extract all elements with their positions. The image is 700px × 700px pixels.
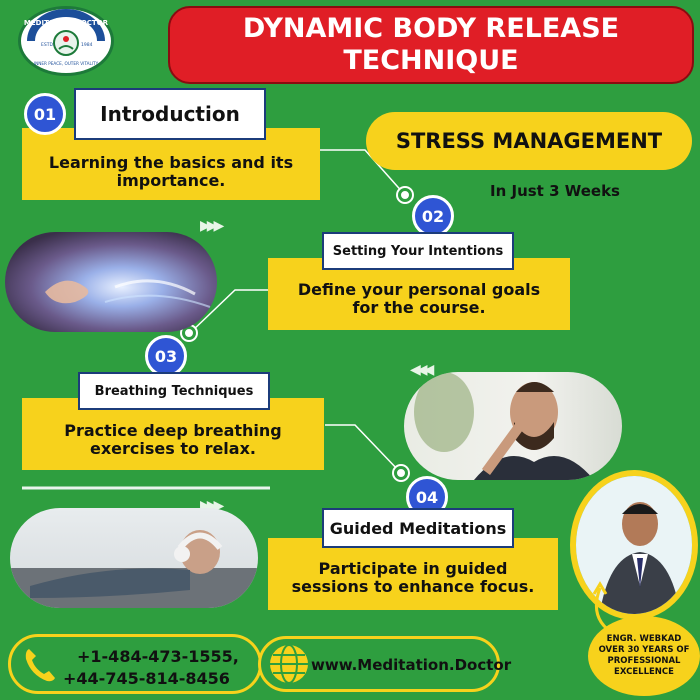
stress-badge-title: STRESS MANAGEMENT [395, 129, 663, 153]
step-3-card [22, 398, 324, 470]
header-banner: DYNAMIC BODY RELEASE TECHNIQUE [168, 6, 694, 84]
author-name: ENGR. WEBKAD [606, 634, 682, 644]
step-2-title: Setting Your Intentions [322, 232, 514, 270]
step-2-card [268, 258, 570, 330]
logo: MEDITATION.DOCTOR ESTD. 1984 INNER PEACE… [18, 6, 114, 76]
step-4-card [268, 538, 558, 610]
phone-number-1[interactable]: +1-484-473-1555, [77, 647, 239, 666]
logo-emblem-icon: MEDITATION.DOCTOR ESTD. 1984 INNER PEACE… [24, 9, 109, 66]
phone-number-2[interactable]: +44-745-814-8456 [63, 669, 230, 688]
author-caption: ENGR. WEBKAD OVER 30 YEARS OF PROFESSION… [588, 616, 700, 696]
connector-node-2 [182, 326, 196, 340]
connector-node-3 [394, 466, 408, 480]
author-line2: OVER 30 YEARS OF [598, 645, 690, 655]
logo-tagline: INNER PEACE, OUTER VITALITY [34, 61, 99, 66]
logo-name: MEDITATION.DOCTOR [24, 19, 109, 27]
author-portrait [570, 470, 698, 620]
logo-year: 1984 [81, 42, 93, 48]
stress-badge: STRESS MANAGEMENT [366, 112, 692, 170]
website-link[interactable]: www.Meditation.Doctor [311, 656, 512, 674]
step-4-title: Guided Meditations [322, 508, 514, 548]
step-4-desc: Participate in guided sessions to enhanc… [268, 554, 558, 602]
logo-estd: ESTD. [41, 42, 54, 48]
relaxing-man-photo [10, 508, 258, 608]
energy-hands-photo [5, 232, 217, 332]
phone-icon [25, 649, 55, 682]
phone-contact[interactable]: +1-484-473-1555, +44-745-814-8456 [8, 634, 262, 694]
chevron-left-icon-1: ◀◀◀ [410, 362, 434, 378]
step-2-desc: Define your personal goals for the cours… [268, 275, 570, 323]
hand-icon [45, 279, 211, 308]
globe-icon [270, 644, 308, 684]
chevron-right-icon-1: ▶▶▶ [200, 218, 224, 234]
step-4-desc-line1: Participate in guided [318, 558, 508, 578]
author-line3: PROFESSIONAL [607, 656, 681, 666]
person-icon [414, 372, 594, 480]
step-1-title: Introduction [74, 88, 266, 140]
page-title-line1: DYNAMIC BODY RELEASE [242, 13, 620, 44]
step-3-desc-line2: exercises to relax. [90, 439, 256, 458]
step-1-card [22, 128, 320, 200]
website-contact[interactable]: www.Meditation.Doctor [258, 636, 511, 692]
step-1-desc: Learning the basics and its importance. [22, 148, 320, 196]
step-3-desc: Practice deep breathing exercises to rel… [22, 416, 324, 464]
step-1-number: 01 [24, 93, 66, 135]
step-2-number: 02 [412, 195, 454, 237]
breathing-man-photo [404, 372, 622, 480]
step-4-desc-line2: sessions to enhance focus. [291, 577, 535, 596]
headphones-person-icon [10, 530, 258, 608]
step-3-desc-line1: Practice deep breathing [64, 420, 282, 440]
step-1-desc-line1: Learning the basics and its [48, 152, 294, 172]
author-line4: EXCELLENCE [614, 667, 674, 677]
badge-subtitle: In Just 3 Weeks [490, 182, 620, 200]
step-2-desc-line1: Define your personal goals [297, 279, 541, 299]
step-2-desc-line2: for the course. [352, 298, 486, 317]
step-3-title: Breathing Techniques [78, 372, 270, 410]
page-title-line2: TECHNIQUE [343, 45, 519, 76]
connector-node-1 [398, 188, 412, 202]
step-3-number: 03 [145, 335, 187, 377]
step-1-desc-line2: importance. [116, 171, 226, 190]
